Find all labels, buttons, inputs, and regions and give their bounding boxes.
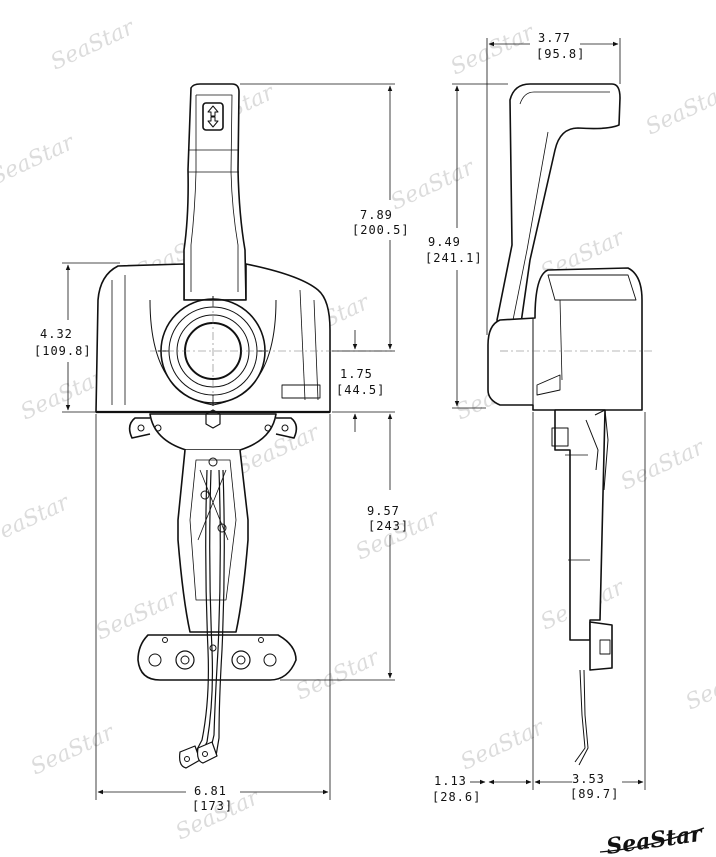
- watermark: SeaStar: [0, 130, 79, 191]
- side-bracket: [551, 409, 613, 766]
- dim-side-left-offset-in: 1.13: [434, 774, 467, 788]
- watermarks: SeaStar SeaStar SeaStar SeaStar SeaStar …: [0, 15, 716, 846]
- watermark: SeaStar: [457, 715, 549, 776]
- wire-leads: [179, 469, 225, 769]
- watermark: SeaStar: [0, 490, 74, 551]
- neutral-button: [202, 102, 224, 131]
- watermark: SeaStar: [387, 155, 479, 216]
- watermark: SeaStar: [17, 365, 109, 426]
- side-view: [487, 83, 655, 766]
- dim-side-right-depth-mm: [89.7]: [570, 787, 619, 801]
- dim-hub-to-base-mm: [44.5]: [336, 383, 385, 397]
- dim-side-top-width-in: 3.77: [538, 31, 571, 45]
- dimension-lines: [62, 38, 646, 800]
- dim-front-lower-height-in: 9.57: [367, 504, 400, 518]
- dim-front-width-in: 6.81: [194, 784, 227, 798]
- side-housing: [487, 267, 643, 411]
- dim-front-width-mm: [173]: [192, 799, 233, 813]
- watermark: SeaStar: [27, 720, 119, 781]
- dim-front-lower-height-mm: [243]: [368, 519, 409, 533]
- watermark: SeaStar: [47, 15, 139, 76]
- logo-swash: [599, 827, 705, 853]
- watermark: SeaStar: [292, 645, 384, 706]
- dim-front-housing-height-mm: [109.8]: [34, 344, 92, 358]
- control-lever: [183, 83, 247, 301]
- dim-front-housing-height-in: 4.32: [40, 327, 73, 341]
- dim-side-total-height-in: 9.49: [428, 235, 461, 249]
- watermark: SeaStar: [682, 655, 716, 716]
- dim-side-total-height-mm: [241.1]: [425, 251, 483, 265]
- front-view: [95, 83, 392, 769]
- dim-side-left-offset-mm: [28.6]: [432, 790, 481, 804]
- dim-side-top-width-mm: [95.8]: [536, 47, 585, 61]
- brand-logo-text: SeaStar: [605, 821, 705, 857]
- watermark: SeaStar: [447, 20, 539, 81]
- dim-side-right-depth-in: 3.53: [572, 772, 605, 786]
- brand-logo: SeaStar: [599, 821, 705, 857]
- dimension-labels: 7.89 [200.5] 4.32 [109.8] 1.75 [44.5] 9.…: [34, 31, 619, 813]
- dim-front-lever-height-in: 7.89: [360, 208, 393, 222]
- side-lever: [496, 83, 621, 331]
- watermark: SeaStar: [617, 435, 709, 496]
- arrow-down-icon: [207, 116, 219, 128]
- dim-front-lever-height-mm: [200.5]: [352, 223, 410, 237]
- arrow-up-icon: [207, 105, 219, 117]
- dim-hub-to-base-in: 1.75: [340, 367, 373, 381]
- watermark: SeaStar: [642, 80, 716, 141]
